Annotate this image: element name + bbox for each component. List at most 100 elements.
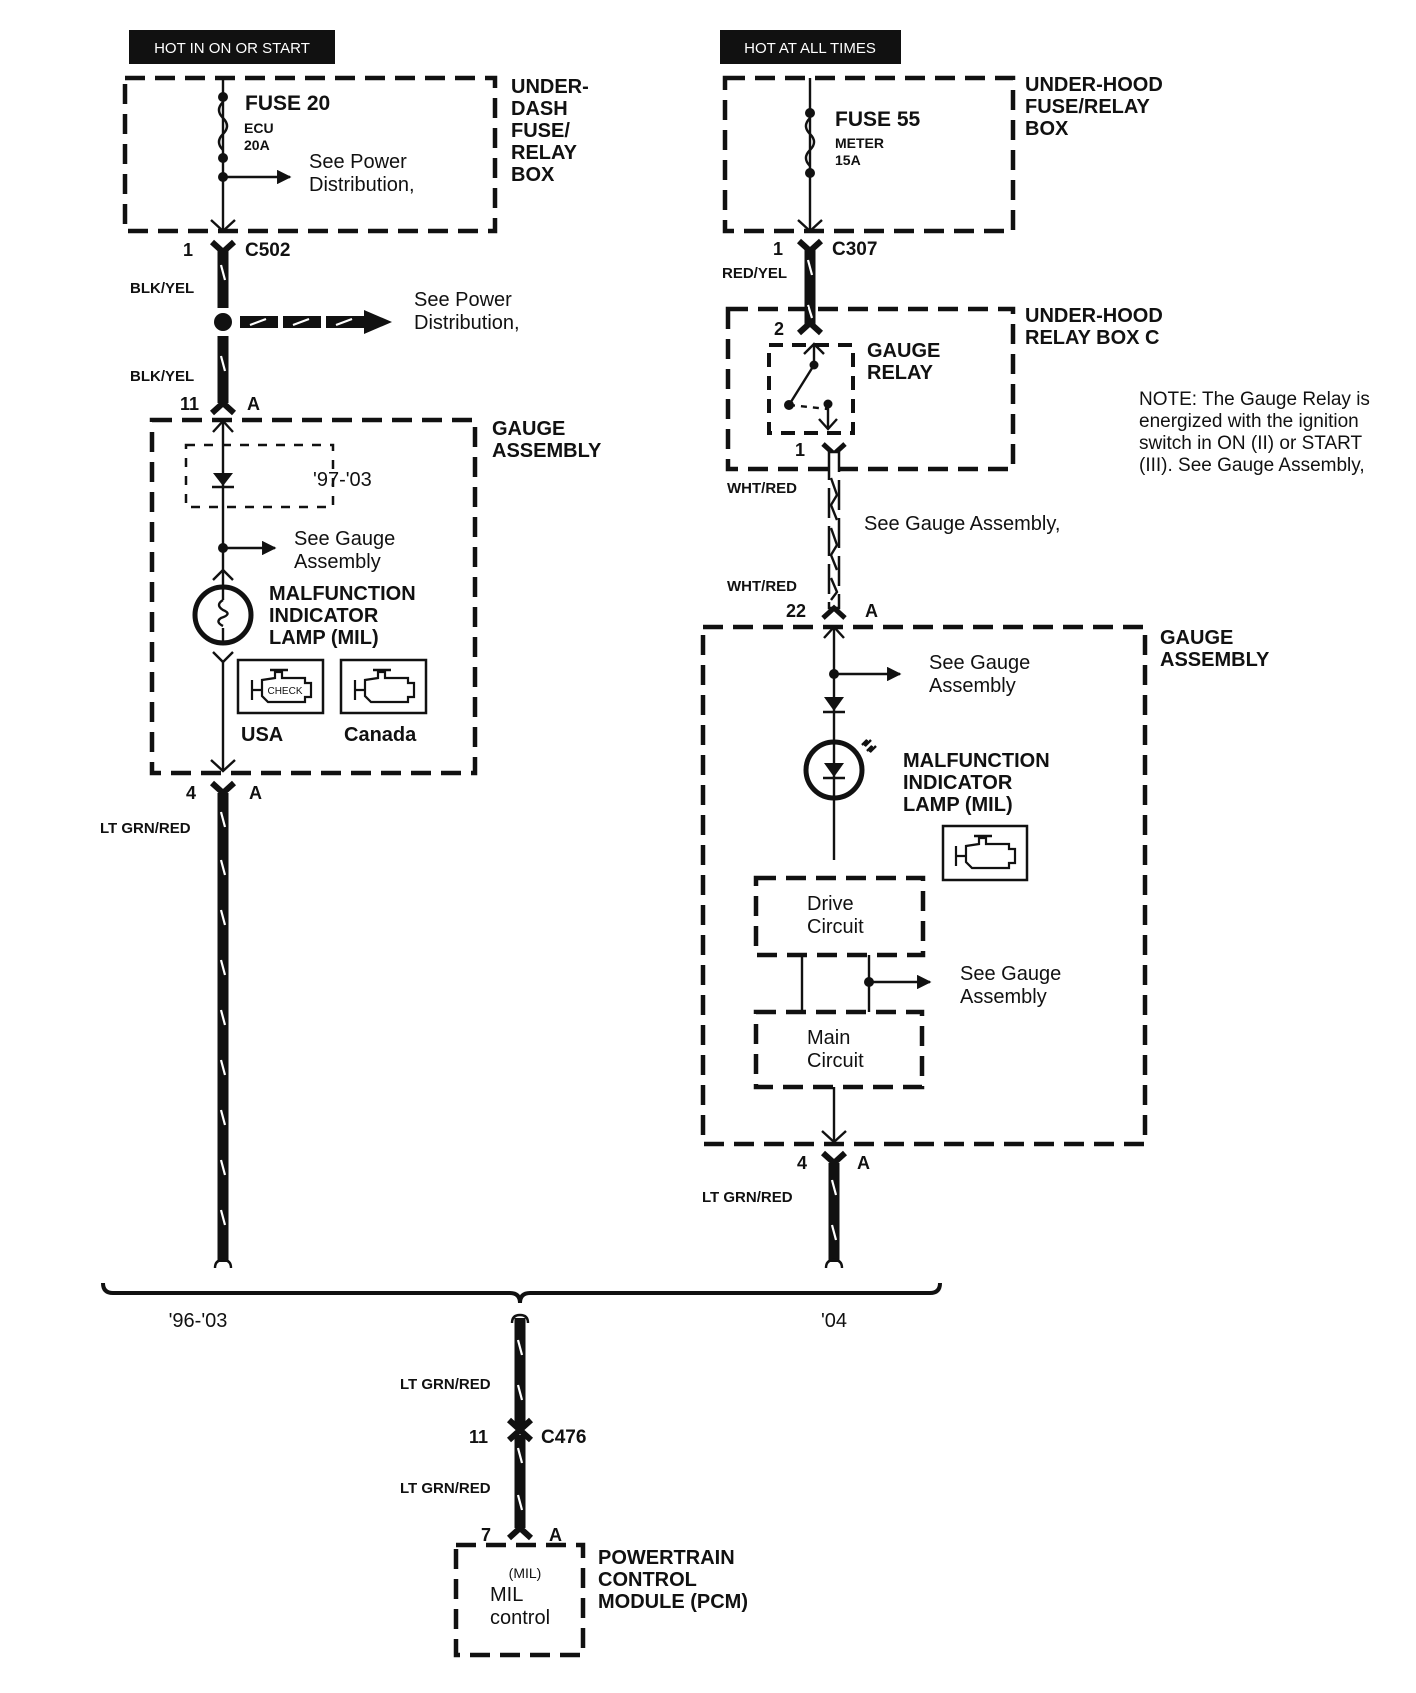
svg-text:Distribution,: Distribution, xyxy=(309,174,415,196)
svg-text:UNDER-HOOD: UNDER-HOOD xyxy=(1025,74,1163,96)
left-wire-c502-to-gauge: 1 C502 BLK/YEL See Power Distribution, B… xyxy=(130,239,520,416)
svg-text:C307: C307 xyxy=(832,239,877,260)
year-label-left: '96-'03 xyxy=(169,1310,228,1332)
svg-text:A: A xyxy=(249,783,262,803)
right-wire-c307-to-relay: 1 C307 RED/YEL xyxy=(722,238,877,336)
right-gauge-assembly: See Gauge Assembly MALFUNCTION INDICATOR… xyxy=(700,624,1270,1147)
svg-text:4: 4 xyxy=(797,1153,807,1173)
svg-text:See Gauge: See Gauge xyxy=(929,652,1030,674)
svg-text:METER: METER xyxy=(835,135,884,151)
svg-text:7: 7 xyxy=(481,1525,491,1545)
svg-text:Assembly: Assembly xyxy=(929,675,1016,697)
svg-text:NOTE: The Gauge Relay is: NOTE: The Gauge Relay is xyxy=(1139,389,1370,410)
svg-text:Distribution,: Distribution, xyxy=(414,312,520,334)
svg-text:CONTROL: CONTROL xyxy=(598,1569,697,1591)
wire-color-label: WHT/RED xyxy=(727,480,797,497)
connector-pcm-in xyxy=(506,1523,534,1541)
wire-color-label: RED/YEL xyxy=(722,265,787,282)
left-power-label: HOT IN ON OR START xyxy=(154,40,310,57)
svg-text:USA: USA xyxy=(241,724,283,746)
svg-text:15A: 15A xyxy=(835,152,861,168)
svg-text:MALFUNCTION: MALFUNCTION xyxy=(903,750,1050,772)
drive-circuit-block: Drive Circuit xyxy=(753,875,926,958)
svg-text:RELAY: RELAY xyxy=(511,142,578,164)
diode-icon xyxy=(824,697,844,711)
svg-text:11: 11 xyxy=(469,1427,488,1447)
svg-text:See Gauge: See Gauge xyxy=(960,963,1061,985)
svg-text:MALFUNCTION: MALFUNCTION xyxy=(269,583,416,605)
wire-color-label: LT GRN/RED xyxy=(100,820,191,837)
right-power-header: HOT AT ALL TIMES xyxy=(720,30,901,64)
connector-c476 xyxy=(506,1417,534,1443)
svg-text:CHECK: CHECK xyxy=(267,686,302,697)
svg-text:ASSEMBLY: ASSEMBLY xyxy=(492,440,602,462)
common-wire-to-pcm: LT GRN/RED 11 C476 LT GRN/RED 7 A xyxy=(400,1313,586,1545)
check-engine-icon-canada xyxy=(339,658,428,715)
wire-color-label: BLK/YEL xyxy=(130,280,194,297)
svg-text:Assembly: Assembly xyxy=(294,551,381,573)
svg-text:control: control xyxy=(490,1607,550,1629)
check-engine-icon-usa: CHECK xyxy=(236,658,325,715)
svg-text:Assembly: Assembly xyxy=(960,986,1047,1008)
right-wire-relay-to-gauge: WHT/RED See Gauge Assembly, WHT/RED 22 A xyxy=(727,442,1060,621)
fuse-terminal-top xyxy=(218,92,228,102)
svg-text:C476: C476 xyxy=(541,1427,586,1448)
main-circuit-block: Main Circuit xyxy=(753,1009,925,1090)
svg-text:A: A xyxy=(247,394,260,414)
wire-color-label: BLK/YEL xyxy=(130,368,194,385)
fuse-55-label: FUSE 55 xyxy=(835,108,921,131)
svg-text:Circuit: Circuit xyxy=(807,1050,864,1072)
svg-text:'97-'03: '97-'03 xyxy=(313,469,372,491)
mil-bulb-icon xyxy=(192,584,254,646)
svg-text:C502: C502 xyxy=(245,240,290,261)
svg-text:1: 1 xyxy=(795,440,805,460)
svg-text:DASH: DASH xyxy=(511,98,568,120)
wire-color-label: LT GRN/RED xyxy=(400,1480,491,1497)
svg-text:UNDER-: UNDER- xyxy=(511,76,589,98)
svg-text:INDICATOR: INDICATOR xyxy=(903,772,1013,794)
right-wire-gauge-to-junction: 4 A LT GRN/RED xyxy=(702,1150,870,1269)
pcm-module: (MIL) MIL control POWERTRAIN CONTROL MOD… xyxy=(453,1542,748,1658)
svg-text:1: 1 xyxy=(183,240,193,260)
svg-text:FUSE/: FUSE/ xyxy=(511,120,570,142)
svg-text:2: 2 xyxy=(774,319,784,339)
wire-color-label: LT GRN/RED xyxy=(702,1189,793,1206)
right-power-label: HOT AT ALL TIMES xyxy=(744,40,876,57)
svg-text:See Gauge Assembly,: See Gauge Assembly, xyxy=(864,513,1060,535)
svg-text:INDICATOR: INDICATOR xyxy=(269,605,379,627)
under-hood-fuse-box: FUSE 55 METER 15A UNDER-HOOD FUSE/RELAY … xyxy=(722,74,1163,234)
connector-gauge-in xyxy=(209,398,237,416)
svg-text:GAUGE: GAUGE xyxy=(492,418,565,440)
gauge-relay-note: NOTE: The Gauge Relay is energized with … xyxy=(1139,389,1370,476)
connector-relay-in xyxy=(796,318,824,336)
diode-icon xyxy=(213,473,233,486)
svg-text:See Gauge: See Gauge xyxy=(294,528,395,550)
svg-text:energized with the ignition: energized with the ignition xyxy=(1139,411,1359,432)
connector-gauge-out xyxy=(820,1150,848,1168)
under-hood-relay-box-c: 2 GAUGE RELAY 1 UNDER-HOOD RELAY BOX C xyxy=(725,305,1163,472)
mil-led-icon xyxy=(803,739,877,801)
svg-text:See Power: See Power xyxy=(309,151,407,173)
wire-color-label: WHT/RED xyxy=(727,578,797,595)
check-engine-icon xyxy=(941,824,1029,882)
svg-text:(MIL): (MIL) xyxy=(509,1565,542,1581)
fuse-icon xyxy=(217,101,229,151)
svg-text:MIL: MIL xyxy=(490,1584,523,1606)
svg-text:ASSEMBLY: ASSEMBLY xyxy=(1160,649,1270,671)
svg-text:(III). See Gauge Assembly,: (III). See Gauge Assembly, xyxy=(1139,455,1365,476)
gauge-relay-icon xyxy=(767,342,855,435)
svg-text:FUSE/RELAY: FUSE/RELAY xyxy=(1025,96,1151,118)
connector-gauge-in xyxy=(821,604,847,620)
svg-text:22: 22 xyxy=(786,601,806,621)
svg-text:11: 11 xyxy=(180,394,199,414)
under-dash-fuse-box: FUSE 20 ECU 20A See Power Distribution, … xyxy=(122,75,589,234)
left-gauge-assembly: '97-'03 See Gauge Assembly MALFUNCTION I… xyxy=(149,417,602,776)
svg-text:switch in ON (II) or START: switch in ON (II) or START xyxy=(1139,433,1362,454)
splice-point xyxy=(214,313,232,331)
svg-text:GAUGE: GAUGE xyxy=(1160,627,1233,649)
svg-text:A: A xyxy=(549,1525,562,1545)
svg-text:1: 1 xyxy=(773,239,783,259)
svg-text:RELAY: RELAY xyxy=(867,362,934,384)
wire-color-label: LT GRN/RED xyxy=(400,1376,491,1393)
